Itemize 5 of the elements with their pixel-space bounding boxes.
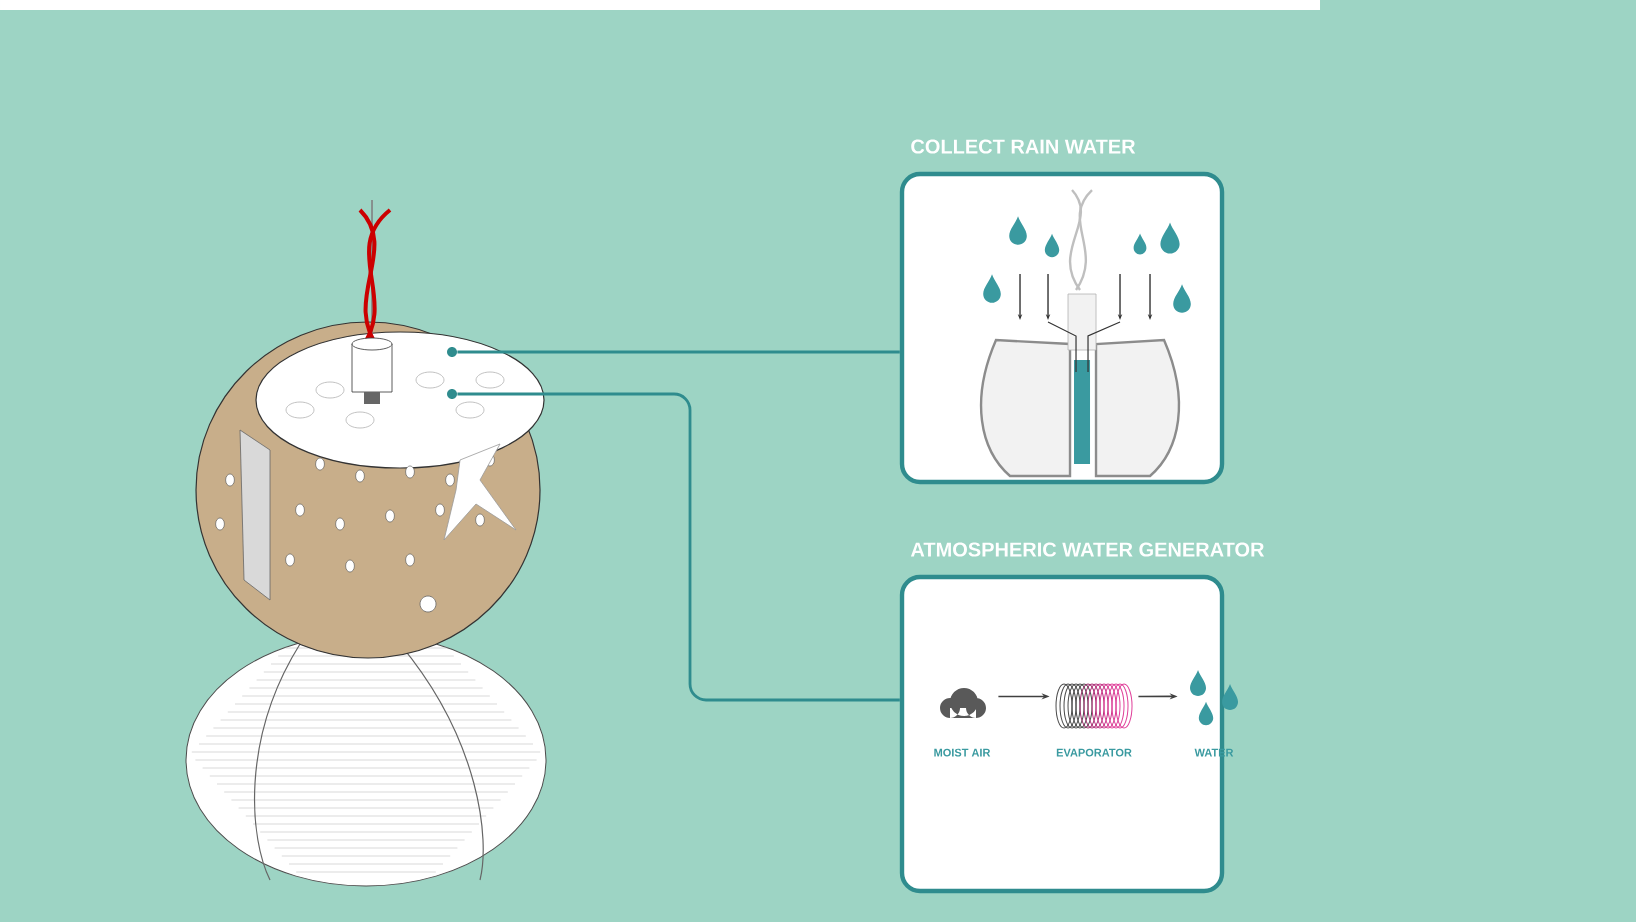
panel-heading: ATMOSPHERIC WATER GENERATOR [910, 542, 1265, 557]
device-drawing [185, 199, 547, 887]
leader-line [457, 392, 900, 702]
leader-line [457, 350, 900, 354]
panel-heading: COLLECT RAIN WATER [911, 139, 1136, 154]
